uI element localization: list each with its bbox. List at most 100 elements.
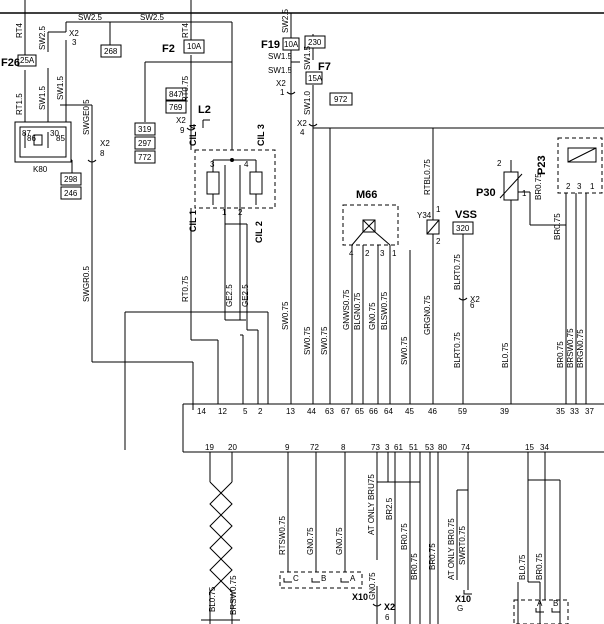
x10-a-label: X10	[352, 592, 368, 602]
ecu-top-pin-66: 66	[369, 407, 378, 416]
x2-d: X2	[276, 79, 286, 88]
wire-gn075: GN0.75	[368, 302, 377, 330]
ecu-top-pin-35: 35	[556, 407, 565, 416]
wire-sw25-c: SW2.5	[281, 8, 290, 33]
ref-847: 847	[169, 90, 183, 99]
x2-d-pin: 1	[280, 88, 285, 97]
wire-blrt075-a: BLRT0.75	[453, 254, 462, 290]
ecu-top-pin-5: 5	[243, 407, 248, 416]
x10-pin-b: B	[321, 574, 326, 583]
ref-769: 769	[169, 103, 183, 112]
ecu-bottom-pin-34: 34	[540, 443, 549, 452]
x2-f: X2	[470, 295, 480, 304]
ecu-top-pin-63: 63	[325, 407, 334, 416]
y34-label: Y34	[417, 211, 432, 220]
ecu-top-pin-67: 67	[341, 407, 350, 416]
x2-e-pin: 4	[300, 128, 305, 137]
wire-br075-e: BR0.75	[410, 553, 419, 580]
wire-labels-top: SW2.5 SW2.5 RT4 RT4 SW2.5 SW2.5 RT1.5 SW…	[15, 8, 312, 302]
fuse-f7: 15A F7	[305, 61, 331, 85]
k80-pin-30: 30	[50, 129, 59, 138]
wire-swgr05: SWGR0.5	[82, 265, 91, 302]
p23-pin-1: 1	[590, 182, 595, 191]
wire-bl075: BL0.75	[501, 342, 510, 368]
wire-swrt075: SWRT0.75	[458, 525, 467, 565]
ecu-connector-block	[182, 403, 604, 453]
p30-pin-2: 2	[497, 159, 502, 168]
ecu-bottom-pin-80: 80	[438, 443, 447, 452]
m66-label: M66	[356, 189, 377, 201]
x2-f-pin: 6	[470, 301, 475, 310]
x2-g-pin: 6	[385, 613, 390, 622]
x2-g: X2	[384, 602, 395, 612]
ref-297: 297	[138, 139, 152, 148]
ecu-top-pin-64: 64	[384, 407, 393, 416]
wire-rtsw075: RTSW0.75	[278, 515, 287, 555]
wire-br075-b: BR0.75	[553, 213, 562, 240]
wire-br075-c: BR0.75	[556, 341, 565, 368]
wire-br075-a: BR0.75	[534, 173, 543, 200]
ecu-bottom-pin-20: 20	[228, 443, 237, 452]
ecu-bottom-pin-73: 73	[371, 443, 380, 452]
ecu-bottom-pin-8: 8	[341, 443, 346, 452]
l2-pin-3: 3	[210, 160, 215, 169]
wire-sw15-b: SW1.5	[56, 75, 65, 100]
y34-pin-1: 1	[436, 205, 441, 214]
ecu-top-pin-12: 12	[218, 407, 227, 416]
x2-a: X2	[69, 29, 79, 38]
wire-rt15-a: RT1.5	[15, 93, 24, 115]
ecu-top-pin-65: 65	[355, 407, 364, 416]
f19-rating: 10A	[284, 40, 299, 49]
p23-pin-2: 2	[566, 182, 571, 191]
x10-b-label: X10	[455, 594, 471, 604]
wire-gn075-d: GN0.75	[368, 572, 377, 600]
x2-b: X2	[100, 139, 110, 148]
ecu-top-pin-44: 44	[307, 407, 316, 416]
wire-sw075-c: SW0.75	[320, 326, 329, 355]
wire-sw10: SW1.0	[303, 90, 312, 115]
wire-ge25-b: GE2.5	[241, 284, 250, 307]
ref-972: 972	[334, 95, 348, 104]
wire-at-only-bru: AT ONLY BRU75	[367, 474, 376, 535]
wire-blsw075: BLSW0.75	[380, 291, 389, 330]
p30-pin-1: 1	[522, 189, 527, 198]
fuse-f19: 10A F19	[261, 37, 300, 51]
m66-pin-2: 2	[365, 249, 370, 258]
wire-blrt075-b: BLRT0.75	[453, 332, 462, 368]
wire-brgn075: BRGN0.75	[576, 329, 585, 368]
wire-rt075: RT0.75	[181, 275, 190, 302]
idle-valve-m66: M66 4 2 3 1 GNWS0.75 BLGN0.75 GN0.75 BLS…	[342, 189, 399, 404]
ecu-top-pin-14: 14	[197, 407, 206, 416]
ecu-bottom-pin-15: 15	[525, 443, 534, 452]
ecu-bottom-pin-72: 72	[310, 443, 319, 452]
vss-label: VSS	[455, 209, 477, 221]
wire-sw15-c: SW1.5	[268, 52, 293, 61]
x10-pin-g: G	[457, 604, 463, 613]
wire-sw15-a: SW1.5	[38, 85, 47, 110]
f26-label: F26	[1, 57, 20, 69]
k80-pin-86: 86	[27, 134, 36, 143]
ecu-top-pin-59: 59	[458, 407, 467, 416]
coil-wires: RT0.75 GE2.5 GE2.5	[124, 205, 269, 450]
f7-rating: 15A	[308, 74, 323, 83]
x2-b-pin: 8	[100, 149, 105, 158]
ref-230: 230	[308, 38, 322, 47]
x10-pin-b2: B	[553, 599, 558, 608]
connector-x10: C B A X10 X2 6 X10 G A B	[279, 571, 569, 624]
ecu-bottom-pin-9: 9	[285, 443, 290, 452]
k80-label: K80	[33, 165, 48, 174]
wire-sw15-f7: SW1.5	[303, 45, 312, 70]
x10-pin-a2: A	[537, 599, 543, 608]
ecu-bottom-pin-74: 74	[461, 443, 470, 452]
wire-rt4-a: RT4	[15, 22, 24, 38]
wire-br075-d: BR0.75	[400, 523, 409, 550]
relay-k80: 87 86 30 85 K80	[14, 121, 72, 174]
wire-br075-g: BR0.75	[535, 553, 544, 580]
wire-sw25-a: SW2.5	[78, 13, 103, 22]
wire-blgn075: BLGN0.75	[353, 292, 362, 330]
reference-boxes: 268 230 972 847 769 319 297 772 298 246 …	[60, 35, 474, 235]
f19-label: F19	[261, 39, 280, 51]
wire-gnws075: GNWS0.75	[342, 289, 351, 330]
